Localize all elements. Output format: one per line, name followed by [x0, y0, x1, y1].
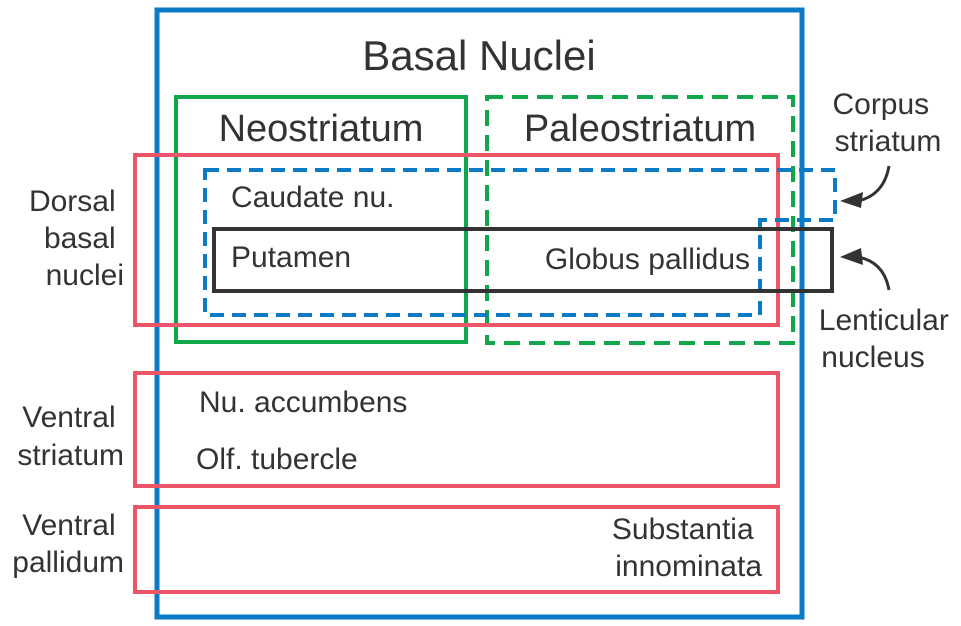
paleostriatum-box [485, 95, 795, 345]
neostriatum-label: Neostriatum [219, 108, 424, 150]
ventral-pallidum-label: Ventral pallidum [12, 509, 124, 579]
globus-pallidus-label: Globus pallidus [545, 243, 750, 276]
paleostriatum-label: Paleostriatum [524, 108, 756, 150]
neostriatum-box [174, 95, 468, 344]
dorsal-basal-nuclei-box [133, 153, 780, 327]
olf-tubercle-label: Olf. tubercle [196, 443, 358, 476]
ventral-striatum-label: Ventral striatum [17, 401, 124, 472]
title: Basal Nuclei [362, 32, 595, 79]
dorsal-basal-nuclei-label: Dorsal basal nuclei [29, 185, 124, 292]
lenticular-nucleus-label: Lenticular nucleus [819, 304, 957, 374]
corpus-striatum-label: Corpus striatum [832, 88, 941, 158]
nu-accumbens-label: Nu. accumbens [199, 386, 407, 419]
lenticular-nucleus-arrow-icon [840, 248, 891, 291]
lenticular-nucleus-box [212, 227, 834, 293]
ventral-striatum-box [133, 371, 780, 488]
corpus-striatum-outline [203, 168, 837, 317]
putamen-label: Putamen [231, 241, 351, 274]
caudate-label: Caudate nu. [231, 181, 394, 214]
corpus-striatum-arrow-icon [840, 165, 891, 208]
substantia-innominata-label: Substantia innominata [612, 513, 762, 583]
basal-nuclei-box [154, 7, 805, 620]
ventral-pallidum-box [133, 505, 780, 594]
